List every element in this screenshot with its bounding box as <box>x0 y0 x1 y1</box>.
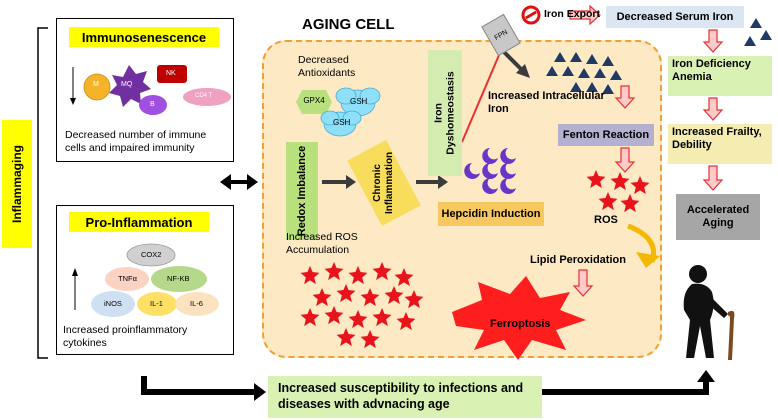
immunosenescence-title: Immunosenescence <box>69 27 219 47</box>
decreased-antioxidants-label: Decreased Antioxidants <box>298 54 356 79</box>
pro-inflammation-caption: Increased proinflammatory cytokines <box>63 324 188 349</box>
bottom-susceptibility-box: Increased susceptibility to infections a… <box>268 376 542 418</box>
gpx4-label: GPX4 <box>303 96 325 105</box>
gsh-label-bottom: GSH <box>333 118 351 127</box>
iron-dyshomeostasis-box: Iron Dyshomeostasis <box>428 50 462 176</box>
cell-cd4t: CD4 T <box>195 93 213 99</box>
aging-cell-boundary <box>262 40 662 358</box>
cytokines-graphic <box>72 243 219 317</box>
gsh-label-top: GSH <box>350 97 368 106</box>
increased-frailty-box: Increased Frailty, Debility <box>668 124 772 164</box>
cytokine-tnfa: TNFα <box>118 274 137 283</box>
immunosenescence-panel: Immunosenescence M MQ NK B CD4 T Decreas… <box>56 18 234 162</box>
redox-imbalance-box: Redox Imbalance <box>286 142 318 240</box>
iron-export-label: Iron Export <box>544 8 601 20</box>
cell-nk: NK <box>166 70 176 77</box>
elderly-person-icon <box>683 265 735 360</box>
cytokine-inos: iNOS <box>104 299 122 308</box>
cell-b: B <box>150 101 155 108</box>
cytokine-nfkb: NF-KB <box>167 274 190 283</box>
iron-deficiency-anemia-box: Iron Deficiency Anemia <box>668 56 772 96</box>
increased-ros-accumulation-label: Increased ROS Accumulation <box>286 231 358 256</box>
cytokine-il1: IL-1 <box>150 299 163 308</box>
ros-label: ROS <box>594 214 618 226</box>
ferroptosis-label: Ferroptosis <box>490 318 551 330</box>
cell-mq: MQ <box>121 81 133 88</box>
cell-m: M <box>93 81 99 88</box>
cytokine-cox2: COX2 <box>141 250 162 259</box>
fenton-reaction-box: Fenton Reaction <box>558 124 654 146</box>
hepcidin-induction-box: Hepcidin Induction <box>438 202 544 226</box>
lipid-peroxidation-label: Lipid Peroxidation <box>530 254 626 266</box>
accelerated-aging-box: Accelerated Aging <box>676 194 760 240</box>
immunosenescence-caption: Decreased number of immune cells and imp… <box>65 129 207 154</box>
inflammaging-label: Inflammaging <box>2 120 32 248</box>
pro-inflammation-panel: Pro-Inflammation COX2 TNFα NF-KB iNOS IL… <box>56 205 234 355</box>
immune-cells-graphic <box>70 65 231 115</box>
cytokine-il6: IL-6 <box>190 299 203 308</box>
decreased-serum-iron-box: Decreased Serum Iron <box>606 6 744 28</box>
aging-cell-title: AGING CELL <box>302 16 395 33</box>
increased-intracellular-iron-label: Increased Intracellular Iron <box>488 90 605 115</box>
pro-inflammation-title: Pro-Inflammation <box>69 212 209 232</box>
